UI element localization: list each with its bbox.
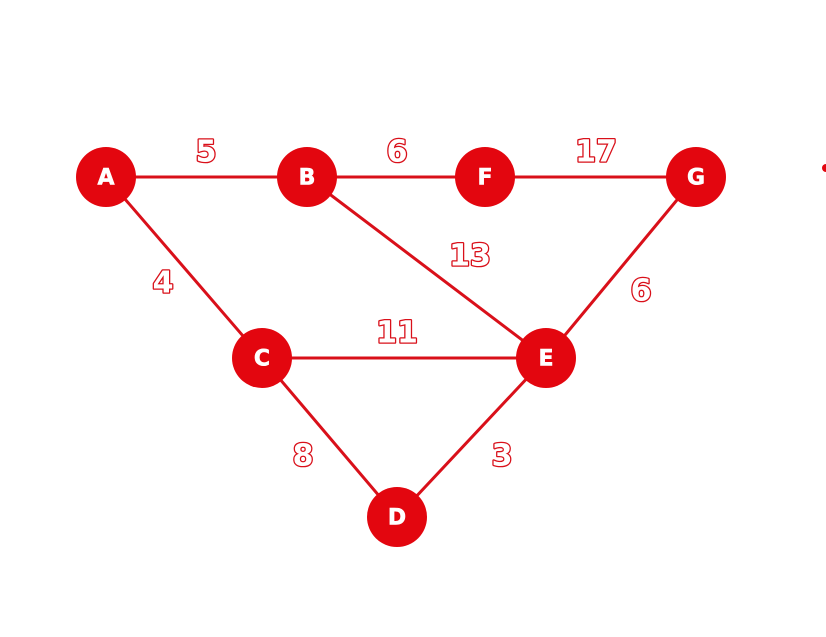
node-d: D [367,487,427,547]
cropped-node-fragment [822,164,826,172]
weight-a-c: 4 [153,266,174,301]
weight-e-d: 3 [492,439,513,474]
node-a: A [76,147,136,207]
nodes-layer: A B F G C E D [76,147,726,547]
edges-layer [104,175,698,519]
edge-a-c [104,175,264,360]
weight-f-g: 17 [575,135,617,170]
node-e-label: E [538,347,553,372]
weight-g-e: 6 [631,274,652,309]
node-a-label: A [97,166,114,191]
weight-b-f: 6 [387,135,408,170]
edge-e-d [395,356,548,519]
weight-a-b: 5 [196,135,217,170]
node-b: B [277,147,337,207]
node-f-label: F [477,166,492,191]
node-f: F [455,147,515,207]
node-e: E [516,328,576,388]
weight-c-e: 11 [376,316,418,351]
edge-g-e [544,175,698,360]
node-f-circle [455,147,515,207]
node-c-label: C [254,347,270,372]
edge-c-d [260,356,399,519]
node-c: C [232,328,292,388]
node-g-label: G [687,166,705,191]
weights-layer: 5 6 17 13 6 4 11 8 3 [151,133,652,475]
node-g: G [666,147,726,207]
node-b-label: B [299,166,316,191]
node-e-circle [516,328,576,388]
node-a-circle [76,147,136,207]
node-g-circle [666,147,726,207]
weight-c-d: 8 [293,439,314,474]
node-d-circle [367,487,427,547]
node-d-label: D [388,506,406,531]
edge-b-e [305,175,548,360]
weight-b-e: 13 [449,239,491,274]
node-b-circle [277,147,337,207]
node-c-circle [232,328,292,388]
